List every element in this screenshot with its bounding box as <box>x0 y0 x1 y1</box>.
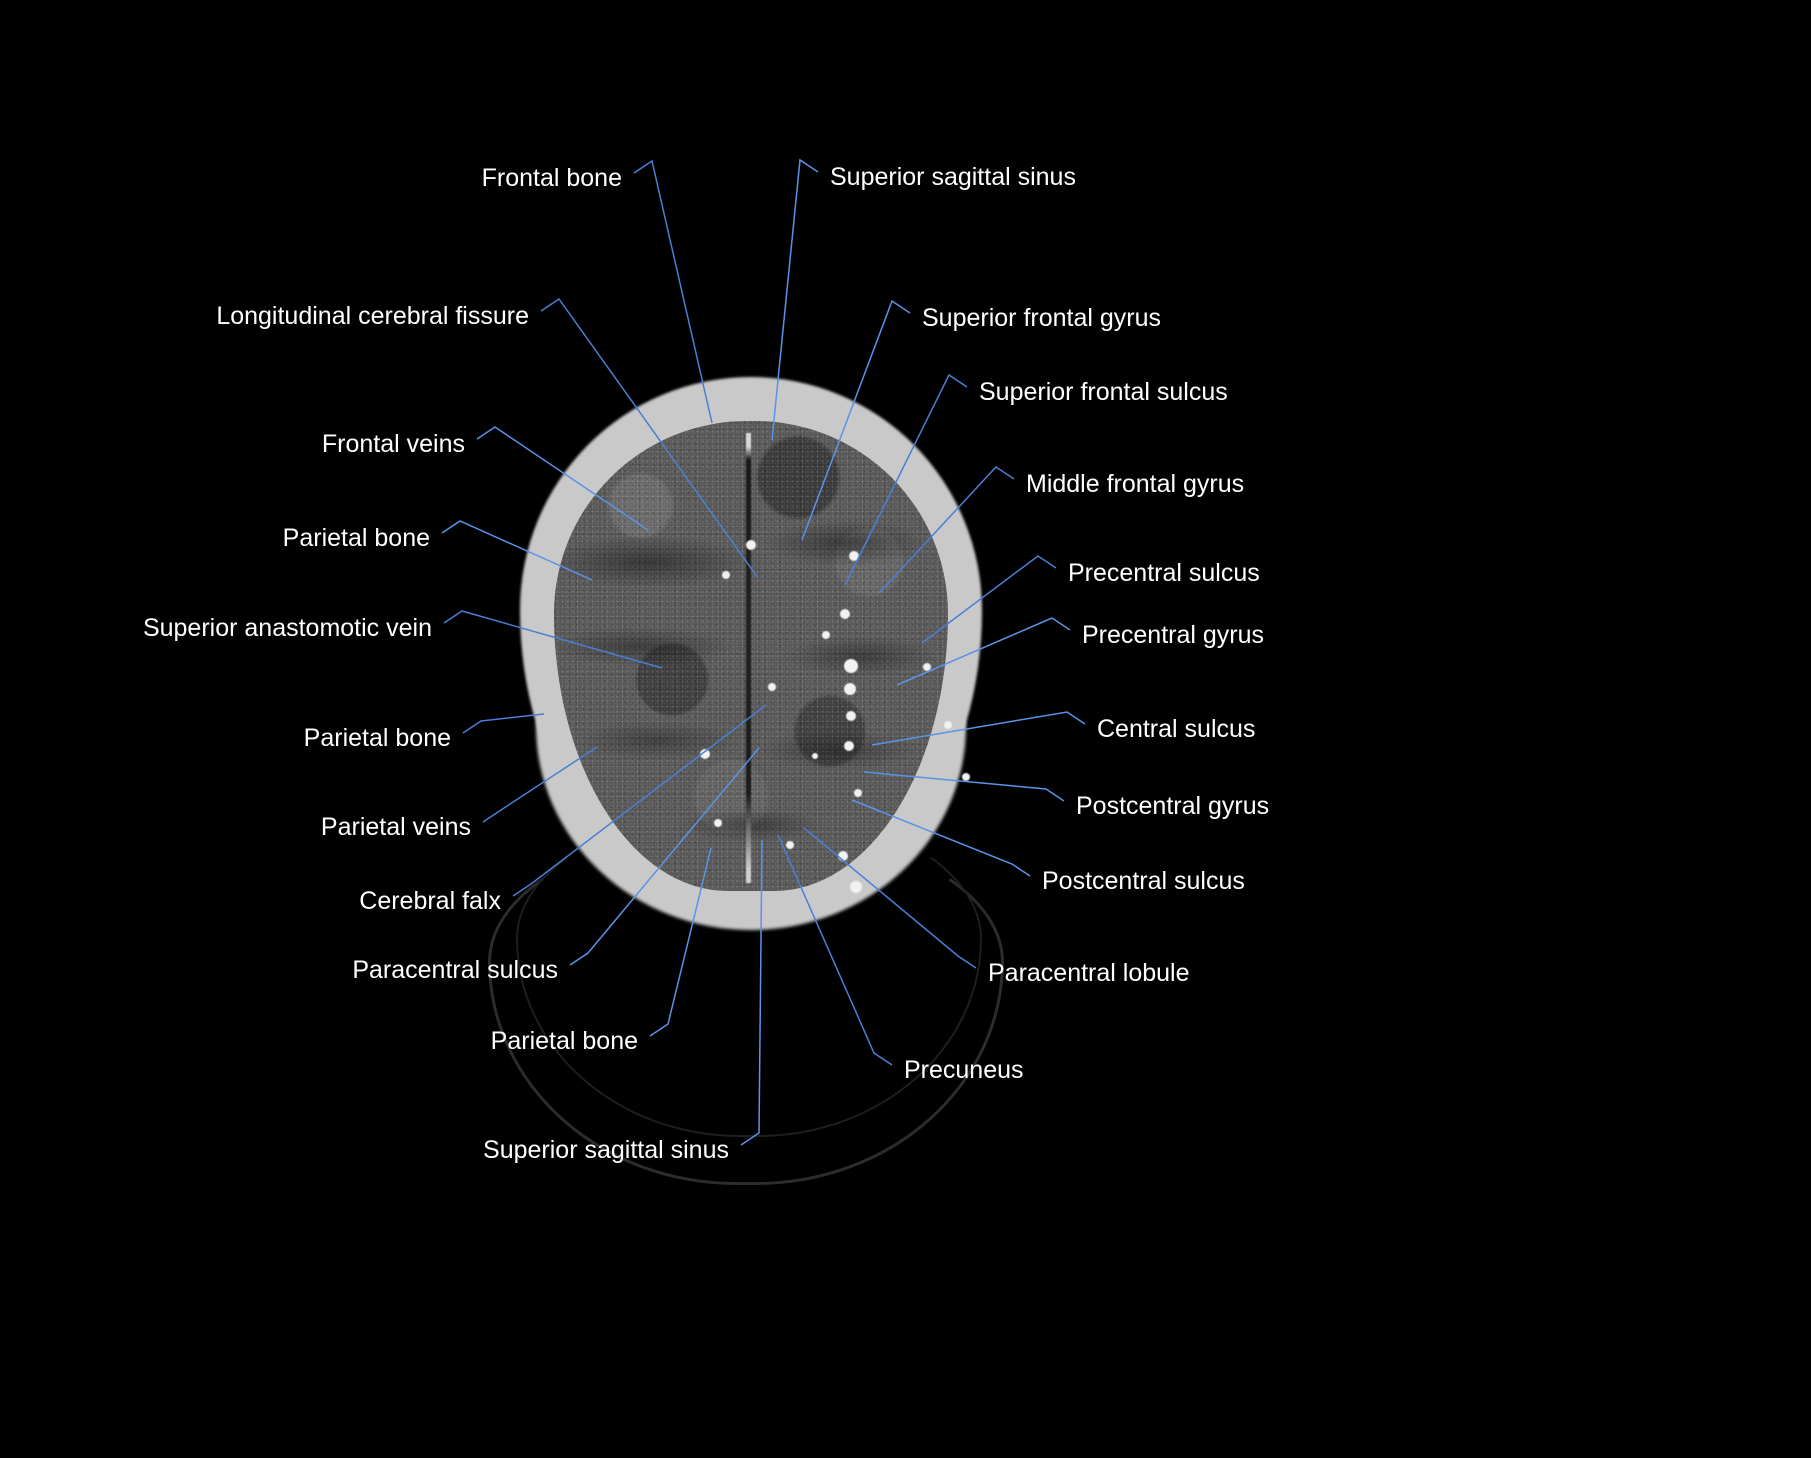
label-longitudinal-cerebral-fissure: Longitudinal cerebral fissure <box>216 302 529 330</box>
vessel-dot <box>768 683 776 691</box>
label-frontal-veins: Frontal veins <box>321 430 465 458</box>
label-postcentral-gyrus: Postcentral gyrus <box>1076 792 1270 820</box>
label-paracentral-lobule: Paracentral lobule <box>988 959 1190 987</box>
label-parietal-bone-upper: Parietal bone <box>282 524 430 552</box>
label-superior-anastomotic-vein: Superior anastomotic vein <box>142 614 432 642</box>
brain-parenchyma <box>554 421 948 891</box>
label-precuneus: Precuneus <box>904 1056 1024 1084</box>
vessel-dot <box>700 749 710 759</box>
vessel-dot <box>722 571 730 579</box>
label-precentral-gyrus: Precentral gyrus <box>1082 621 1265 649</box>
vessel-dot <box>844 659 858 673</box>
label-frontal-bone-top: Frontal bone <box>481 164 622 192</box>
vessel-dot <box>923 663 931 671</box>
vessel-dot <box>850 881 862 893</box>
label-central-sulcus: Central sulcus <box>1097 715 1256 743</box>
vessel-dot <box>746 540 756 550</box>
vessel-dot <box>854 789 862 797</box>
label-parietal-bone-mid: Parietal bone <box>303 724 451 752</box>
vessel-dot <box>812 753 818 759</box>
label-superior-sagittal-sinus-bot: Superior sagittal sinus <box>483 1136 729 1164</box>
vessel-dot <box>944 721 952 729</box>
vessel-dot <box>962 773 970 781</box>
label-precentral-sulcus: Precentral sulcus <box>1068 559 1260 587</box>
label-parietal-veins: Parietal veins <box>320 813 471 841</box>
label-paracentral-sulcus: Paracentral sulcus <box>352 956 558 984</box>
vessel-dot <box>838 851 848 861</box>
interhemispheric-falx <box>746 433 751 883</box>
vessel-dot <box>844 683 856 695</box>
vessel-dot <box>844 741 854 751</box>
vessel-dot <box>840 609 850 619</box>
ct-axial-brain-image <box>470 355 1030 1185</box>
label-middle-frontal-gyrus: Middle frontal gyrus <box>1026 470 1245 498</box>
label-superior-frontal-gyrus: Superior frontal gyrus <box>922 304 1162 332</box>
vessel-dot <box>846 711 856 721</box>
label-postcentral-sulcus: Postcentral sulcus <box>1042 867 1245 895</box>
label-cerebral-falx: Cerebral falx <box>359 887 501 915</box>
label-parietal-bone-lower: Parietal bone <box>490 1027 638 1055</box>
vessel-dot <box>786 841 794 849</box>
vessel-dot <box>849 551 859 561</box>
label-superior-sagittal-sinus-top: Superior sagittal sinus <box>830 163 1076 191</box>
vessel-dot <box>822 631 830 639</box>
vessel-dot <box>714 819 722 827</box>
label-superior-frontal-sulcus: Superior frontal sulcus <box>979 378 1228 406</box>
